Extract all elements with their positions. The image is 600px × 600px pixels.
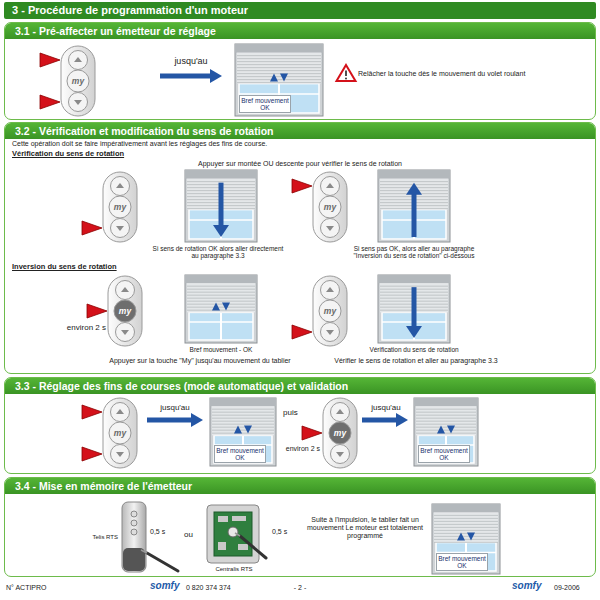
note-text: Vérifier le sens de rotation et aller au… xyxy=(318,357,514,365)
remote-control xyxy=(323,398,357,468)
roller-shutter xyxy=(235,44,323,116)
note-text: Vérification du sens de rotation xyxy=(362,346,466,353)
status-tag: Bref mouvement OK xyxy=(214,445,266,463)
section-heading: 3.2 - Vérification et modification du se… xyxy=(5,123,595,139)
note-text: jusqu'au xyxy=(160,56,222,66)
footer-text: 0 820 374 374 xyxy=(186,584,256,592)
footer-text: - 2 - xyxy=(285,584,315,592)
pointer-arrow xyxy=(87,304,107,318)
note-text: Cette opération doit se faire impérative… xyxy=(12,140,532,148)
remote-control xyxy=(108,276,142,346)
note-text: jusqu'au xyxy=(145,403,205,412)
roller-shutter xyxy=(378,170,450,242)
pointer-arrow xyxy=(40,95,60,109)
note-text: Relâcher la touche dès le mouvement du v… xyxy=(358,70,590,78)
note-text: Suite à l'impulsion, le tablier fait un … xyxy=(302,516,428,540)
remote-control xyxy=(313,172,347,242)
footer-text: somfy xyxy=(512,581,552,591)
flow-arrow xyxy=(362,413,408,427)
note-text: Inversion du sens de rotation xyxy=(12,263,312,272)
button-label: my xyxy=(319,300,341,322)
note-text: Si sens pas OK, alors aller au paragraph… xyxy=(352,245,476,260)
flow-arrow xyxy=(147,413,203,427)
footer-text: N° ACTIPRO xyxy=(6,584,66,592)
roller-shutter xyxy=(185,170,257,242)
note-text: jusqu'au xyxy=(358,403,414,412)
note-text: puis xyxy=(283,408,309,417)
remote-control xyxy=(103,172,137,242)
telis-remote xyxy=(122,502,146,572)
note-text: 0,5 s xyxy=(150,528,180,536)
button-label: my xyxy=(329,422,351,444)
note-text: Telis RTS xyxy=(76,534,118,541)
button-label: my xyxy=(114,300,136,322)
flow-arrow xyxy=(160,69,222,83)
note-text: Centralis RTS xyxy=(196,566,272,573)
pointer-arrow xyxy=(40,53,60,67)
section-heading: 3.3 - Réglage des fins de courses (mode … xyxy=(5,378,595,394)
section-heading: 3.1 - Pré-affecter un émetteur de réglag… xyxy=(5,23,595,39)
roller-shutter xyxy=(210,398,276,466)
status-tag: Bref mouvement OK xyxy=(239,95,291,113)
note-text: Vérification du sens de rotation xyxy=(12,150,312,159)
roller-shutter xyxy=(185,275,257,343)
button-label: my xyxy=(319,196,341,218)
section-panel: 3.3 - Réglage des fins de courses (mode … xyxy=(4,377,596,474)
pointer-arrow xyxy=(82,221,102,235)
footer-text: somfy xyxy=(150,581,190,591)
note-text: ou xyxy=(184,530,202,539)
stylus xyxy=(141,550,178,571)
section-heading: 3.4 - Mise en mémoire de l'émetteur xyxy=(5,478,595,494)
note-text: 0,5 s xyxy=(272,528,302,536)
note-text: Si sens de rotation OK alors aller direc… xyxy=(152,245,284,260)
note-text: environ 2 s xyxy=(278,445,320,453)
pointer-arrow xyxy=(82,447,102,461)
footer-text: 09-2006 xyxy=(554,584,596,592)
remote-control xyxy=(61,46,95,116)
note-text: Appuyer sur montée OU descente pour véri… xyxy=(140,160,460,168)
note-text: Appuyer sur la touche "My" jusqu'au mouv… xyxy=(95,357,305,365)
section-panel: 3.2 - Vérification et modification du se… xyxy=(4,122,596,374)
pointer-arrow xyxy=(82,405,102,419)
warning-icon xyxy=(337,65,356,81)
stylus xyxy=(235,533,266,558)
pointer-arrow xyxy=(292,179,312,193)
button-label: my xyxy=(109,196,131,218)
button-label: my xyxy=(109,422,131,444)
note-text: Bref mouvement - OK xyxy=(178,346,264,353)
status-tag: Bref mouvement OK xyxy=(436,553,488,571)
title-band: 3 - Procédure de programmation d'un mote… xyxy=(4,2,596,19)
roller-shutter xyxy=(432,504,500,574)
page-heading: 3 - Procédure de programmation d'un mote… xyxy=(4,2,596,19)
note-text: environ 2 s xyxy=(48,323,106,332)
section-panel: 3.4 - Mise en mémoire de l'émetteur xyxy=(4,477,596,577)
status-tag: Bref mouvement OK xyxy=(418,445,470,463)
roller-shutter xyxy=(378,275,450,343)
remote-control xyxy=(103,398,137,468)
centralis-switch xyxy=(207,505,259,563)
remote-control xyxy=(313,276,347,346)
button-label: my xyxy=(67,70,89,92)
pointer-arrow xyxy=(292,325,312,339)
roller-shutter xyxy=(414,398,478,466)
pointer-arrow xyxy=(302,426,322,440)
